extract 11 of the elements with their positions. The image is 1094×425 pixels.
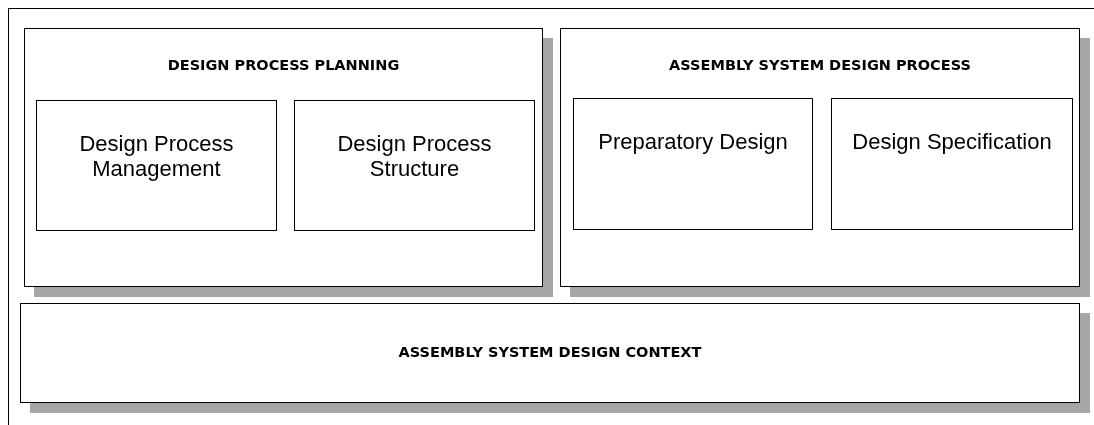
process-box: [36, 100, 277, 231]
panel-heading: DESIGN PROCESS PLANNING: [166, 57, 401, 73]
box-label: Preparatory Design: [597, 129, 789, 154]
panel-heading: ASSEMBLY SYSTEM DESIGN CONTEXT: [397, 344, 703, 360]
panel-heading: ASSEMBLY SYSTEM DESIGN PROCESS: [668, 57, 972, 73]
process-box: [573, 98, 813, 230]
process-box: [294, 100, 535, 231]
box-label: Design Process Structure: [336, 131, 493, 181]
process-box: [831, 98, 1073, 230]
box-label: Design Specification: [851, 129, 1053, 154]
box-label: Design Process Management: [78, 131, 235, 181]
